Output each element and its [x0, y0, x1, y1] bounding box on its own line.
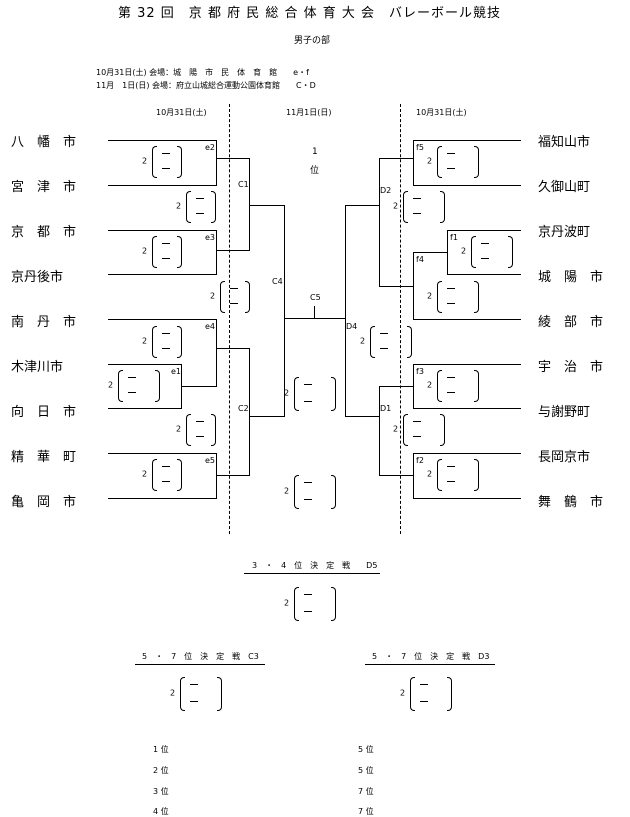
fifth-c-title: 5 ・ 7 位 決 定 戦 C3	[142, 652, 259, 661]
score-D3: 2	[400, 677, 452, 711]
schedule-line-1: 10月31日(土) 会場：城 陽 市 民 体 育 館 e・f	[96, 68, 309, 77]
date-center: 11月1日(日)	[286, 108, 332, 117]
rank-3: 3 位	[153, 787, 169, 796]
fifth-d-underline	[365, 664, 495, 665]
code-C2: C2	[238, 404, 249, 413]
score-e4: 2	[142, 326, 182, 358]
code-f3: f3	[416, 367, 424, 376]
team-right-5: 綾 部 市	[538, 315, 604, 330]
code-D1: D1	[380, 404, 392, 413]
code-f4: f4	[416, 255, 424, 264]
score-f2: 2	[427, 459, 479, 491]
score-e2: 2	[142, 146, 182, 178]
score-e5: 2	[142, 459, 182, 491]
score-C5: 2	[284, 377, 336, 411]
team-left-1: 八 幡 市	[11, 135, 77, 150]
team-left-5: 南 丹 市	[11, 315, 77, 330]
score-f5: 2	[427, 146, 479, 178]
code-e1: e1	[171, 367, 182, 376]
code-f5: f5	[416, 143, 424, 152]
code-e5: e5	[205, 456, 216, 465]
code-f2: f2	[416, 456, 424, 465]
rank-7b: 7 位	[358, 807, 374, 816]
page-title: 第 32 回 京 都 府 民 総 合 体 育 大 会 バレーボール競技	[118, 6, 501, 21]
code-e4: e4	[205, 322, 216, 331]
rank-1: 1 位	[153, 745, 169, 754]
rank-5b: 5 位	[358, 766, 374, 775]
score-D1: 2	[393, 414, 445, 446]
code-C5: C5	[310, 293, 321, 302]
team-left-4: 京丹後市	[11, 270, 64, 285]
code-D4: D4	[346, 322, 358, 331]
team-left-3: 京 都 市	[11, 225, 77, 240]
rank-5a: 5 位	[358, 745, 374, 754]
divider-right	[400, 104, 401, 534]
team-right-6: 宇 治 市	[538, 360, 604, 375]
divider-left	[229, 104, 230, 534]
code-f1: f1	[450, 233, 458, 242]
score-C1-a: 2	[176, 191, 216, 223]
score-f3: 2	[427, 370, 479, 402]
code-C1: C1	[238, 180, 249, 189]
code-C4: C4	[272, 277, 283, 286]
champion-number: 1	[312, 147, 318, 157]
rank-2: 2 位	[153, 766, 169, 775]
date-right: 10月31日(土)	[416, 108, 467, 117]
score-D5: 2	[284, 587, 336, 621]
score-e3: 2	[142, 236, 182, 268]
team-left-7: 向 日 市	[11, 405, 77, 420]
team-right-7: 与謝野町	[538, 405, 591, 420]
score-e1: 2	[108, 370, 160, 402]
score-D4: 2	[360, 326, 412, 358]
team-right-8: 長岡京市	[538, 450, 591, 465]
rank-7a: 7 位	[358, 787, 374, 796]
code-D2: D2	[380, 186, 392, 195]
schedule-line-2: 11月 1日(日) 会場：府立山城総合運動公園体育館 C・D	[96, 81, 316, 90]
team-left-2: 宮 津 市	[11, 180, 77, 195]
fifth-d-title: 5 ・ 7 位 決 定 戦 D3	[372, 652, 490, 661]
score-C3: 2	[170, 677, 222, 711]
team-right-2: 久御山町	[538, 180, 591, 195]
fifth-c-underline	[135, 664, 265, 665]
team-right-3: 京丹波町	[538, 225, 591, 240]
team-right-1: 福知山市	[538, 135, 591, 150]
score-final-extra: 2	[284, 475, 336, 509]
team-right-4: 城 陽 市	[538, 270, 604, 285]
team-right-9: 舞 鶴 市	[538, 495, 604, 510]
code-e2: e2	[205, 143, 216, 152]
date-left: 10月31日(土)	[156, 108, 207, 117]
division-label: 男子の部	[294, 36, 331, 46]
team-left-6: 木津川市	[11, 360, 64, 375]
score-D2: 2	[393, 191, 445, 223]
score-f1: 2	[461, 236, 513, 268]
team-left-9: 亀 岡 市	[11, 495, 77, 510]
code-e3: e3	[205, 233, 216, 242]
third-place-underline	[244, 573, 380, 574]
score-C2: 2	[176, 414, 216, 446]
score-f4: 2	[427, 281, 479, 313]
third-place-title: 3 ・ 4 位 決 定 戦 D5	[252, 561, 378, 570]
score-C4: 2	[210, 281, 250, 313]
rank-4: 4 位	[153, 807, 169, 816]
champion-label: 位	[310, 166, 320, 176]
team-left-8: 精 華 町	[11, 450, 77, 465]
